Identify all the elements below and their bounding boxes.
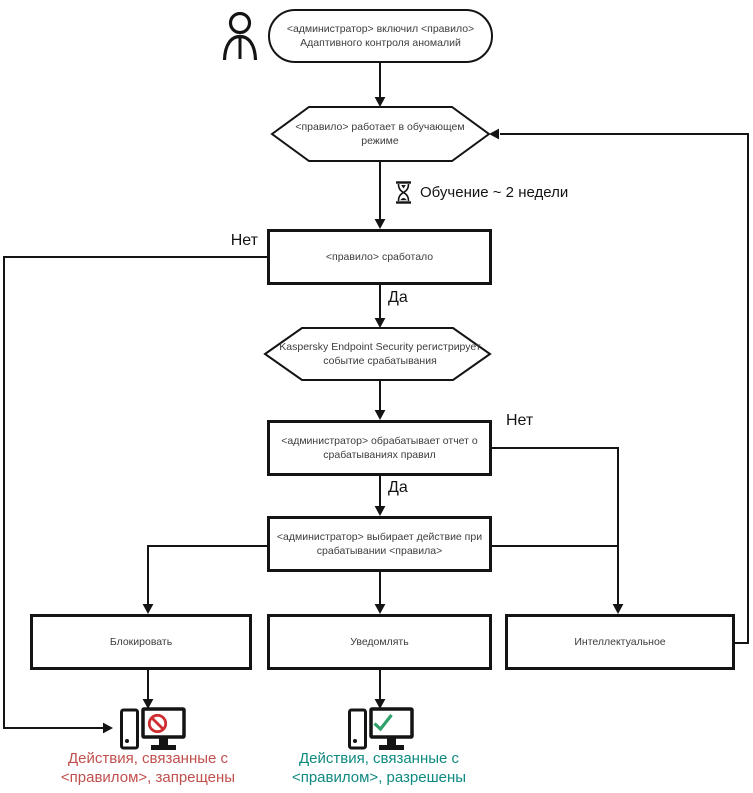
allowed-result-text: Действия, связанные с <правилом>, разреш… (261, 749, 497, 787)
computer-icon (120, 707, 186, 750)
registers-node-text-line1: Kaspersky Endpoint Security регистрирует (279, 341, 481, 353)
start-node-shape (268, 9, 493, 63)
report-node: <администратор> обрабатывает отчет о сра… (267, 420, 492, 476)
registers-node-text-line2: событие срабатывания (323, 355, 437, 367)
report-node-text-line1: <администратор> обрабатывает отчет о (281, 435, 478, 447)
learning-node-text-line1: <правило> работает в обучающем (295, 121, 465, 133)
prohibition-icon (147, 713, 168, 734)
edge-learning-to-triggered (374, 161, 386, 229)
triggered-node-text: <правило> сработало (325, 251, 434, 263)
denied-result-line1: Действия, связанные с (67, 750, 229, 767)
registers-node: Kaspersky Endpoint Security регистрирует… (266, 331, 494, 377)
smart-node-text: Интеллектуальное (574, 636, 666, 648)
edge-label-yes-triggered: Да (388, 289, 408, 306)
allowed-result-line2: <правилом>, разрешены (291, 769, 467, 786)
denied-result-line2: <правилом>, запрещены (60, 769, 236, 786)
learning-node-text-line2: режиме (361, 135, 399, 147)
smart-node: Интеллектуальное (505, 614, 735, 670)
edge-start-to-learning (374, 62, 386, 107)
report-node-text-line2: срабатываниях правил (323, 449, 436, 461)
denied-result-text: Действия, связанные с <правилом>, запрещ… (30, 749, 266, 787)
edge-report-to-choose (374, 476, 386, 516)
edge-label-yes-report: Да (388, 479, 408, 496)
learning-node-shape (270, 106, 491, 162)
notify-node: Уведомлять (267, 614, 492, 670)
edge-label-no-report: Нет (506, 412, 534, 429)
checkmark-icon (373, 714, 393, 732)
edge-report-no-to-smart (492, 447, 624, 614)
edge-label-no-triggered: Нет (230, 232, 258, 249)
start-node-text-line2: Адаптивного контроля аномалий (300, 37, 461, 49)
edge-registers-to-report (374, 380, 386, 420)
training-duration-label: Обучение ~ 2 недели (420, 184, 569, 201)
edge-choose-to-notify (374, 572, 386, 614)
start-node: <администратор> включил <правило> Адапти… (272, 14, 489, 58)
block-node-text: Блокировать (109, 636, 173, 648)
triggered-node: <правило> сработало (267, 229, 492, 285)
edge-choose-to-block (142, 545, 267, 614)
choose-node-text-line1: <администратор> выбирает действие при (276, 531, 483, 543)
hourglass-icon (396, 181, 411, 204)
edge-triggered-no-to-denied (3, 256, 267, 734)
edge-block-to-denied (142, 670, 154, 709)
edge-smart-feedback-to-learning (489, 128, 749, 644)
start-node-text-line1: <администратор> включил <правило> (286, 23, 475, 35)
learning-node: <правило> работает в обучающем режиме (280, 111, 480, 157)
edge-notify-to-allowed (374, 670, 386, 709)
choose-node-text-line2: срабатывании <правила> (316, 545, 443, 557)
allowed-result-line1: Действия, связанные с (298, 750, 460, 767)
block-node: Блокировать (30, 614, 252, 670)
notify-node-text: Уведомлять (350, 636, 409, 648)
computer-icon (348, 707, 414, 750)
choose-node: <администратор> выбирает действие при ср… (267, 516, 492, 572)
person-icon (222, 11, 258, 61)
registers-node-shape (263, 327, 492, 381)
edge-triggered-to-registers (374, 285, 386, 328)
